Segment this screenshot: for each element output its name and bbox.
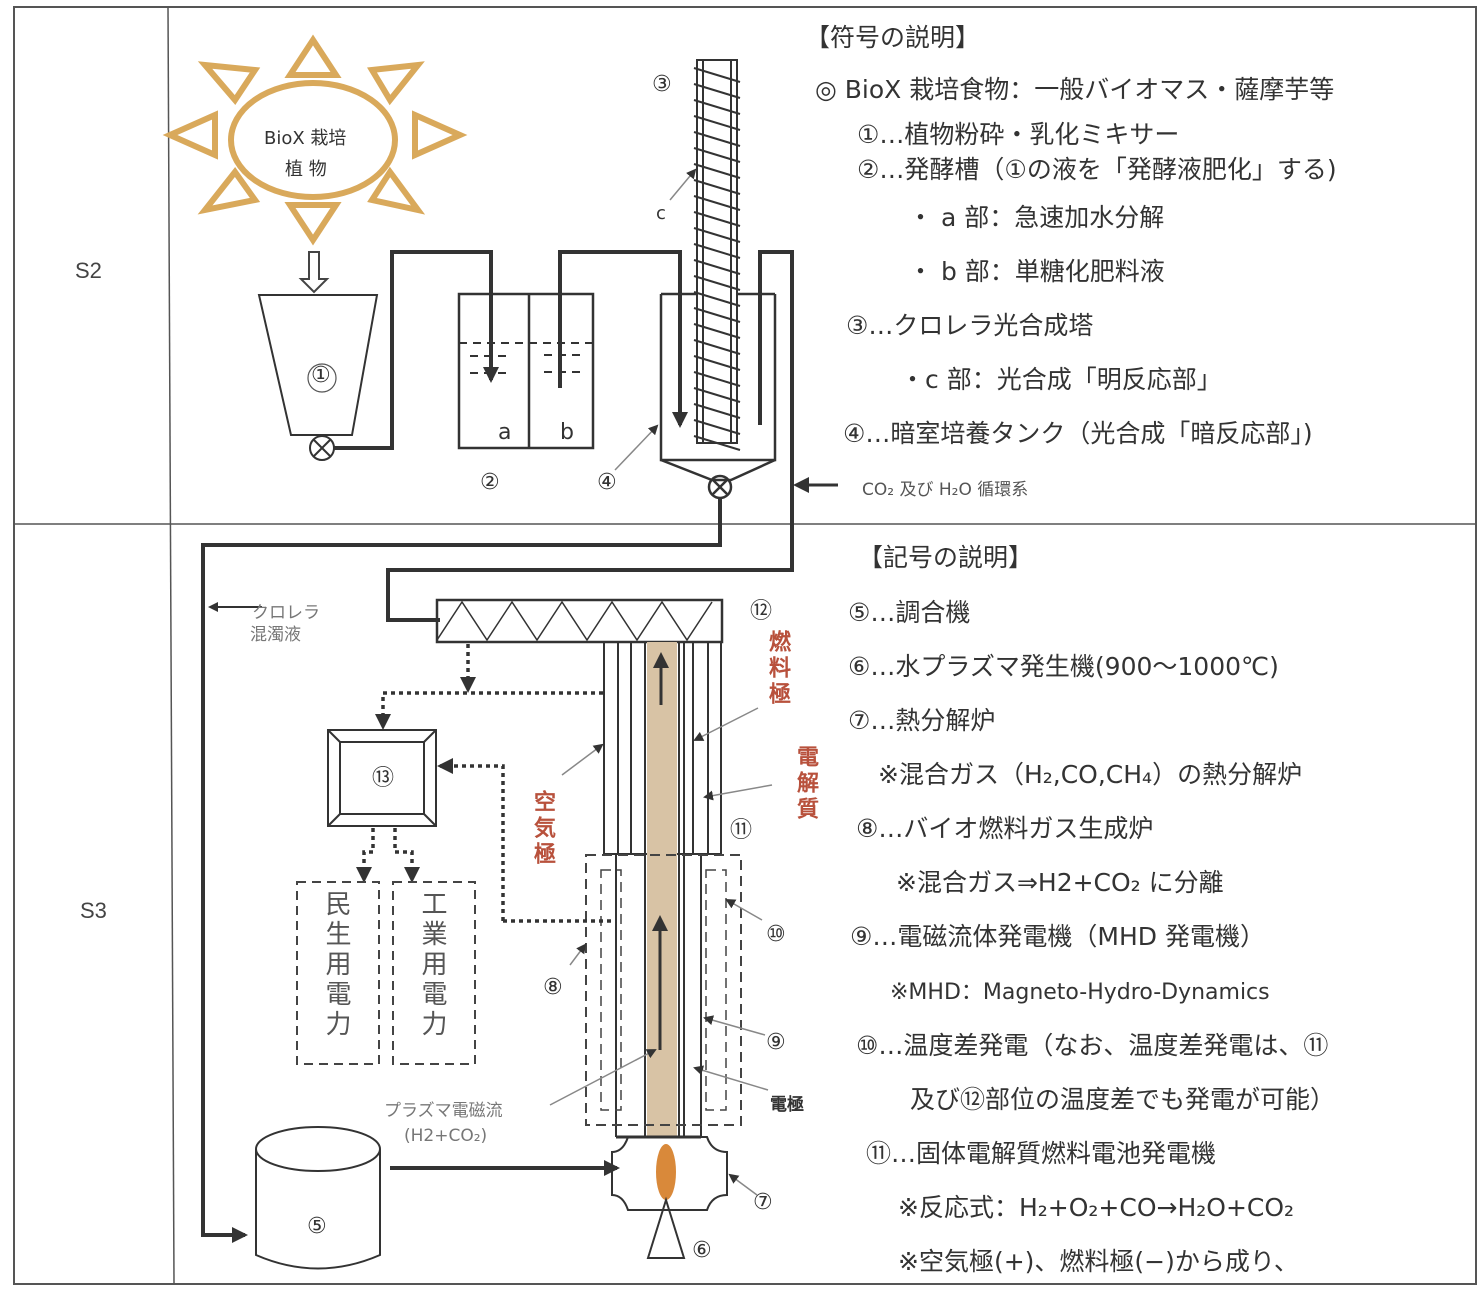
s3-legend-line: ⑥…水プラズマ発生機(900〜1000℃)	[848, 652, 1279, 681]
s2-legend-line: ・ b 部：単糖化肥料液	[908, 257, 1165, 286]
tower-spiral-stroke	[693, 211, 741, 227]
fuel-electrode-label: 燃料極	[765, 630, 791, 708]
tower-spiral-stroke	[693, 323, 741, 339]
num-2: ②	[480, 470, 500, 495]
num-13: ⑬	[372, 766, 395, 791]
bio-fuel-furnace-8	[585, 854, 742, 1126]
tower-spiral-stroke	[693, 99, 741, 115]
chlorella-label-line2: 混濁液	[250, 625, 301, 645]
s3-legend-line: ※反応式：H₂+O₂+CO→H₂O+CO₂	[898, 1193, 1295, 1222]
chlorella-tower-3	[693, 59, 741, 451]
s2-legend-line: ◎ BioX 栽培食物：一般バイオマス・薩摩芋等	[815, 75, 1335, 104]
tower-spiral-stroke	[693, 147, 741, 163]
s3-legend-line: ※混合ガス（H₂,CO,CH₄）の熱分解炉	[878, 760, 1303, 789]
s2-legend-line: ①…植物粉砕・乳化ミキサー	[857, 120, 1180, 149]
pyrolysis-furnace-7	[611, 1136, 728, 1211]
s2-legend-line: ・c 部：光合成「明反応部」	[900, 365, 1222, 394]
tower-spiral-stroke	[693, 227, 741, 243]
tower-spiral-stroke	[693, 355, 741, 371]
sun-label-line2: 植 物	[285, 159, 327, 180]
num-6: ⑥	[692, 1238, 712, 1263]
s2-legend-line: ④…暗室培養タンク（光合成「暗反応部」)	[843, 419, 1313, 448]
industrial-power-label: 工業用電力	[417, 890, 447, 1040]
plasma-flow-label: プラズマ電磁流	[384, 1101, 503, 1121]
tower-spiral-stroke	[693, 435, 741, 451]
s2-legend-line: ・ a 部：急速加水分解	[908, 203, 1165, 232]
s3-legend-title: 【記号の説明】	[858, 543, 1034, 572]
power-lines	[356, 644, 617, 923]
num-5: ⑤	[307, 1214, 327, 1239]
tower-spiral-stroke	[693, 179, 741, 195]
air-electrode-label: 空気極	[530, 790, 556, 868]
tower-spiral-stroke	[693, 291, 741, 307]
fermentation-tank-2	[457, 292, 596, 450]
dark-culture-tank-4	[201, 292, 777, 1243]
table-grid	[13, 6, 1477, 1285]
plasma-gas-label: (H2+CO₂)	[404, 1126, 488, 1146]
tower-spiral-stroke	[693, 339, 741, 355]
electrode-label: 電極	[770, 1095, 804, 1115]
num-12: ⑫	[750, 599, 773, 624]
co2-loop-label: CO₂ 及び H₂O 循環系	[862, 480, 1029, 500]
num-1: ①	[311, 363, 331, 388]
tank-b-label: b	[560, 420, 574, 445]
num-7: ⑦	[753, 1190, 773, 1215]
plasma-generator-6	[646, 1196, 686, 1259]
s3-legend-line: ⑧…バイオ燃料ガス生成炉	[856, 814, 1154, 843]
tower-spiral-stroke	[693, 275, 741, 291]
c-pointer	[669, 168, 697, 201]
power-controller-13	[327, 729, 437, 827]
civil-power-box	[296, 881, 380, 1065]
s3-legend-line: ⑤…調合機	[848, 598, 971, 627]
tower-spiral-stroke	[693, 259, 741, 275]
num-4: ④	[597, 470, 617, 495]
electrolyte-label: 電解質	[793, 745, 819, 823]
s3-legend-line: ※空気極(+)、燃料極(−)から成り、	[898, 1247, 1299, 1276]
num-11: ⑪	[730, 818, 753, 843]
tower-spiral-stroke	[693, 243, 741, 259]
arrow-c-label: c	[656, 203, 666, 224]
tower-spiral-stroke	[693, 115, 741, 131]
tower-spiral-stroke	[693, 83, 741, 99]
num-10: ⑩	[766, 922, 786, 947]
industrial-power-box	[392, 881, 476, 1065]
tank4-pointer	[614, 424, 659, 471]
s3-legend-line: ⑩…温度差発電（なお、温度差発電は、⑪	[856, 1031, 1329, 1060]
fuel-column	[647, 642, 677, 1137]
tank-a-label: a	[498, 420, 512, 445]
pointer-arrows	[549, 707, 773, 1196]
num-8: ⑧	[543, 975, 563, 1000]
num-9: ⑨	[766, 1030, 786, 1055]
row-label-s3: S3	[80, 898, 107, 923]
s2-legend-line: ②…発酵槽（①の液を「発酵液肥化」する)	[857, 155, 1337, 184]
tower-spiral-stroke	[693, 403, 741, 419]
tower-spiral-stroke	[693, 307, 741, 323]
tower-spiral-stroke	[693, 387, 741, 403]
row-label-s2: S2	[75, 258, 102, 283]
tower-spiral-stroke	[693, 131, 741, 147]
sun-label-line1: BioX 栽培	[264, 128, 347, 149]
chlorella-label-line1: クロレラ	[252, 603, 320, 623]
civil-power-label: 民生用電力	[321, 890, 351, 1040]
s3-legend-line: 及び⑫部位の温度差でも発電が可能）	[910, 1085, 1336, 1114]
mixer-tank-5	[255, 1126, 381, 1270]
sun-icon	[162, 34, 468, 246]
s3-legend-line: ⑨…電磁流体発電機（MHD 発電機）	[850, 922, 1265, 951]
s2-legend-title: 【符号の説明】	[805, 23, 981, 52]
s3-legend-line: ※MHD：Magneto-Hydro-Dynamics	[890, 980, 1270, 1005]
s3-legend-line: ⑪…固体電解質燃料電池発電機	[866, 1139, 1217, 1168]
flame-icon	[656, 1144, 676, 1200]
tower-spiral-stroke	[693, 163, 741, 179]
conveyor-12	[435, 598, 724, 644]
num-3: ③	[652, 72, 672, 97]
tower-spiral-stroke	[693, 419, 741, 435]
tower-spiral-stroke	[693, 195, 741, 211]
down-arrow-icon	[298, 251, 330, 294]
tower-spiral-stroke	[693, 371, 741, 387]
s3-legend-line: ※混合ガス⇒H2+CO₂ に分離	[896, 868, 1224, 897]
s3-legend-line: ⑦…熱分解炉	[848, 706, 996, 735]
tower-spiral-stroke	[693, 67, 741, 83]
s2-legend-line: ③…クロレラ光合成塔	[846, 311, 1094, 340]
